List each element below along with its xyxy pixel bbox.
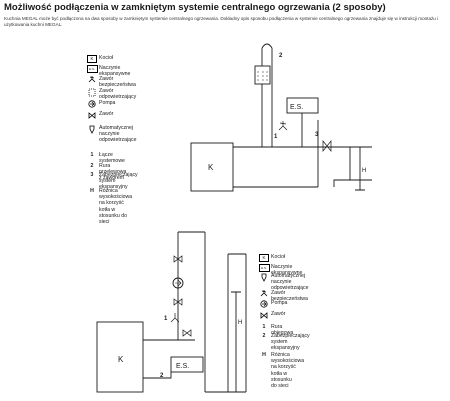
legend-top-row-valve: Zawór [85,111,113,119]
boiler-k-top [190,142,234,192]
valve-icon [257,311,271,319]
legend-label: Zawór [99,111,114,117]
diagram-1 [190,43,372,192]
legend-label: Zawór bezpieczeństwa [99,76,136,89]
pump-icon [257,300,271,308]
num-3-top: 3 [315,132,319,138]
intro-paragraph: Kuchnia MEGAL może być podłączona na dwa… [4,16,439,28]
expansion-vessel-icon: E.S. [85,65,99,73]
legend-bottom-num-H: H Różnica wysokościowa na korzyść kotła … [262,352,305,390]
safety-valve-icon [257,290,271,298]
legend-label: Pompa [99,100,116,106]
page-title: Możliwość podłączenia w zamkniętym syste… [4,2,386,13]
legend-label: Automatycznej naczynie odpowietrzające [99,125,137,144]
valve-icon [85,111,99,119]
legend-top-row-boiler: K Kocioł [85,55,113,63]
es-label-top: E.S. [290,104,303,111]
overflow-pipe [261,43,273,147]
pump-icon [85,100,99,108]
legend-top-row-safety: Zawór bezpieczeństwa [85,76,136,88]
legend-bottom-row-safety: Zawór bezpieczeństwa [257,290,308,302]
legend-top-num-2: 2 Rura przelewowa z zaworem [90,163,127,182]
h-label-top: H [362,168,366,174]
air-vent-icon [85,88,99,97]
auto-vessel-icon [257,273,271,282]
num-1-bottom: 1 [164,316,168,322]
legend-bottom-row-boiler: K Kocioł [257,254,285,262]
legend-bottom-row-valve: Zawór [257,311,285,319]
legend-top-num-1: 1 Łącze systemowe [90,152,125,165]
es-box-bottom [170,356,204,373]
boiler-label-bottom: K [118,355,124,364]
legend-label: Naczynie ekspansywne [99,65,131,78]
diagram-2 [96,231,247,393]
num-2-top: 2 [279,53,283,59]
legend-bottom-row-pump: Pompa [257,300,287,308]
auto-vessel-icon [85,125,99,134]
es-box-top [286,97,319,114]
es-label-bottom: E.S. [176,363,189,370]
legend-top-num-3: 3 Zabezpieczający system ekspansyjny [90,172,138,191]
boiler-box-icon: K [257,254,271,262]
safety-valve-icon [85,76,99,84]
legend-label: Zawór odpowietrzający [99,88,137,101]
num-1-top: 1 [274,134,278,140]
boiler-box-icon: K [85,55,99,63]
legend-bottom-row-autovessel: Automatycznej naczynie odpowietrzające [257,273,309,292]
air-vessel-top [254,65,271,85]
h-label-bottom: H [238,320,242,326]
legend-top-row-expansion: E.S. Naczynie ekspansywne [85,65,130,77]
legend-top-row-pump: Pompa [85,100,115,108]
legend-top-row-airvent: Zawór odpowietrzający [85,88,136,100]
num-2-bottom: 2 [160,373,164,379]
legend-label: Kocioł [99,55,114,61]
pump-symbol [172,277,184,289]
legend-bottom-row-expansion: E.S. Naczynie ekspansywne [257,264,302,276]
legend-top-num-H: H Różnica wysokościowa na korzyść kotła … [90,188,133,226]
boiler-k-bottom [96,321,144,393]
legend-bottom-num-2: 2 Zabezpieczający system ekspansyjny [262,333,310,352]
legend-bottom-num-1: 1 Rura obiegowa [262,324,294,337]
legend-top-row-autovessel: Automatycznej naczynie odpowietrzające [85,125,137,144]
boiler-label-top: K [208,163,214,172]
expansion-vessel-icon: E.S. [257,264,271,272]
